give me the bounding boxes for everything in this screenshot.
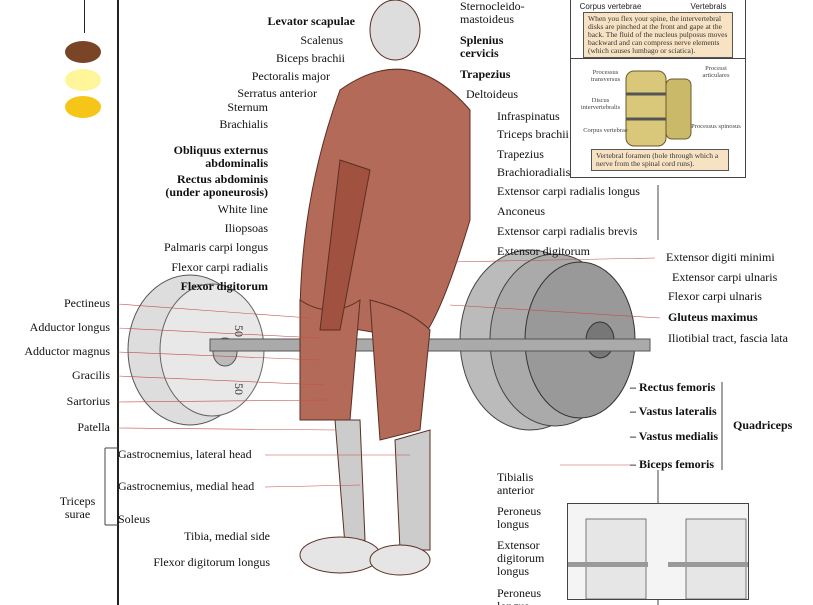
label-soleus: Soleus <box>118 512 151 526</box>
inset-label: Corpus vertebrae <box>583 127 628 134</box>
spine-flex-inset: Corpus vertebrae Vertebrals When you fle… <box>570 0 746 60</box>
label-brachialis: Brachialis <box>219 117 268 131</box>
label-flexor-carpi-ulnaris: Flexor carpi ulnaris <box>668 289 762 303</box>
label-triceps-surae: Triceps surae <box>59 494 96 521</box>
label-trapezius-upper: Trapezius <box>460 67 511 81</box>
grip-comparison-inset <box>567 503 749 600</box>
label-levator-scapulae: Levator scapulae <box>267 14 355 28</box>
label-adductor-magnus: Adductor magnus <box>24 344 110 358</box>
inset-caption: Vertebrals <box>690 2 727 11</box>
label-pectineus: Pectineus <box>64 296 110 310</box>
label-gluteus-maximus: Gluteus maximus <box>668 310 758 324</box>
label-rectus-femoris: – Rectus femoris <box>630 380 716 394</box>
label-triceps-brachii: Triceps brachii <box>497 127 569 141</box>
label-gastrocnemius-medial: Gastrocnemius, medial head <box>118 479 255 493</box>
legend-color-light-yellow <box>65 69 101 91</box>
plate-label: 50 <box>232 325 246 337</box>
label-peroneus-longus-lower: Peroneus longus <box>497 586 541 605</box>
label-extensor-digiti-minimi: Extensor digiti minimi <box>666 250 775 264</box>
divider-line <box>117 0 119 605</box>
label-extensor-carpi-ulnaris: Extensor carpi ulnaris <box>672 270 778 284</box>
label-deltoideus: Deltoideus <box>466 87 518 101</box>
plate-label: 50 <box>232 383 246 395</box>
label-gracilis: Gracilis <box>72 368 110 382</box>
vertebrae-inset: Processus transversus Discus interverteb… <box>570 58 746 178</box>
label-tibia-medial-side: Tibia, medial side <box>184 529 270 543</box>
label-quadriceps: Quadriceps <box>733 418 793 432</box>
label-infraspinatus: Infraspinatus <box>497 109 560 123</box>
inset-note: When you flex your spine, the interverte… <box>583 12 733 58</box>
leader-lines <box>117 257 661 488</box>
label-iliopsoas: Iliopsoas <box>224 221 268 235</box>
inset-label: Processus spinosus <box>691 123 741 130</box>
label-gastrocnemius-lateral: Gastrocnemius, lateral head <box>118 447 252 461</box>
inset-label: Processi articulares <box>702 65 730 79</box>
label-iliotibial-tract: Iliotibial tract, fascia lata <box>668 331 788 345</box>
label-scalenus: Scalenus <box>300 33 343 47</box>
connector-line <box>84 0 85 33</box>
label-white-line: White line <box>217 202 268 216</box>
vertebrae-illustration <box>625 70 692 147</box>
label-sternum: Sternum <box>227 100 268 114</box>
label-pectoralis-major: Pectoralis major <box>251 69 330 83</box>
label-flexor-digitorum-longus: Flexor digitorum longus <box>153 555 270 569</box>
label-trapezius: Trapezius <box>497 147 544 161</box>
label-extensor-digitorum-longus: Extensor digitorum longus <box>497 538 545 578</box>
label-vastus-medialis: – Vastus medialis <box>630 429 719 443</box>
grip-illustration <box>568 518 748 599</box>
legend-color-yellow <box>65 96 101 118</box>
label-sartorius: Sartorius <box>66 394 110 408</box>
barbell-bar <box>209 338 651 352</box>
label-palmaris-carpi-longus: Palmaris carpi longus <box>164 240 268 254</box>
body <box>299 0 471 576</box>
label-biceps-brachii: Biceps brachii <box>276 51 345 65</box>
label-flexor-carpi-radialis: Flexor carpi radialis <box>171 260 268 274</box>
label-serratus-anterior: Serratus anterior <box>237 86 317 100</box>
label-vastus-lateralis: – Vastus lateralis <box>630 404 717 418</box>
label-anconeus: Anconeus <box>497 204 545 218</box>
label-extensor-carpi-radialis-brevis: Extensor carpi radialis brevis <box>497 224 638 238</box>
label-extensor-carpi-radialis-longus: Extensor carpi radialis longus <box>497 184 640 198</box>
inset-caption: Corpus vertebrae <box>579 2 642 11</box>
legend-color-brown <box>65 41 101 63</box>
label-obliquus-externus: Obliquus externus abdominalis <box>173 143 268 170</box>
label-brachioradialis: Brachioradialis <box>497 165 571 179</box>
label-rectus-abdominis: Rectus abdominis (under aponeurosis) <box>165 172 268 199</box>
inset-label: Discus intervertebralis <box>580 97 621 111</box>
label-flexor-digitorum: Flexor digitorum <box>180 279 268 293</box>
label-sternocleidomastoideus: Sternocleido-mastoideus <box>460 0 525 26</box>
label-extensor-digitorum: Extensor digitorum <box>497 244 590 258</box>
label-peroneus-longus: Peroneus longus <box>497 504 541 531</box>
label-adductor-longus: Adductor longus <box>29 320 110 334</box>
label-splenius-cervicis: Splenius cervicis <box>460 33 504 60</box>
label-biceps-femoris: – Biceps femoris <box>630 457 714 471</box>
inset-note: Vertebral foramen (hole through which a … <box>591 149 729 171</box>
label-patella: Patella <box>77 420 110 434</box>
label-tibialis-anterior: Tibialis anterior <box>497 470 535 497</box>
inset-label: Processus transversus <box>590 69 621 83</box>
